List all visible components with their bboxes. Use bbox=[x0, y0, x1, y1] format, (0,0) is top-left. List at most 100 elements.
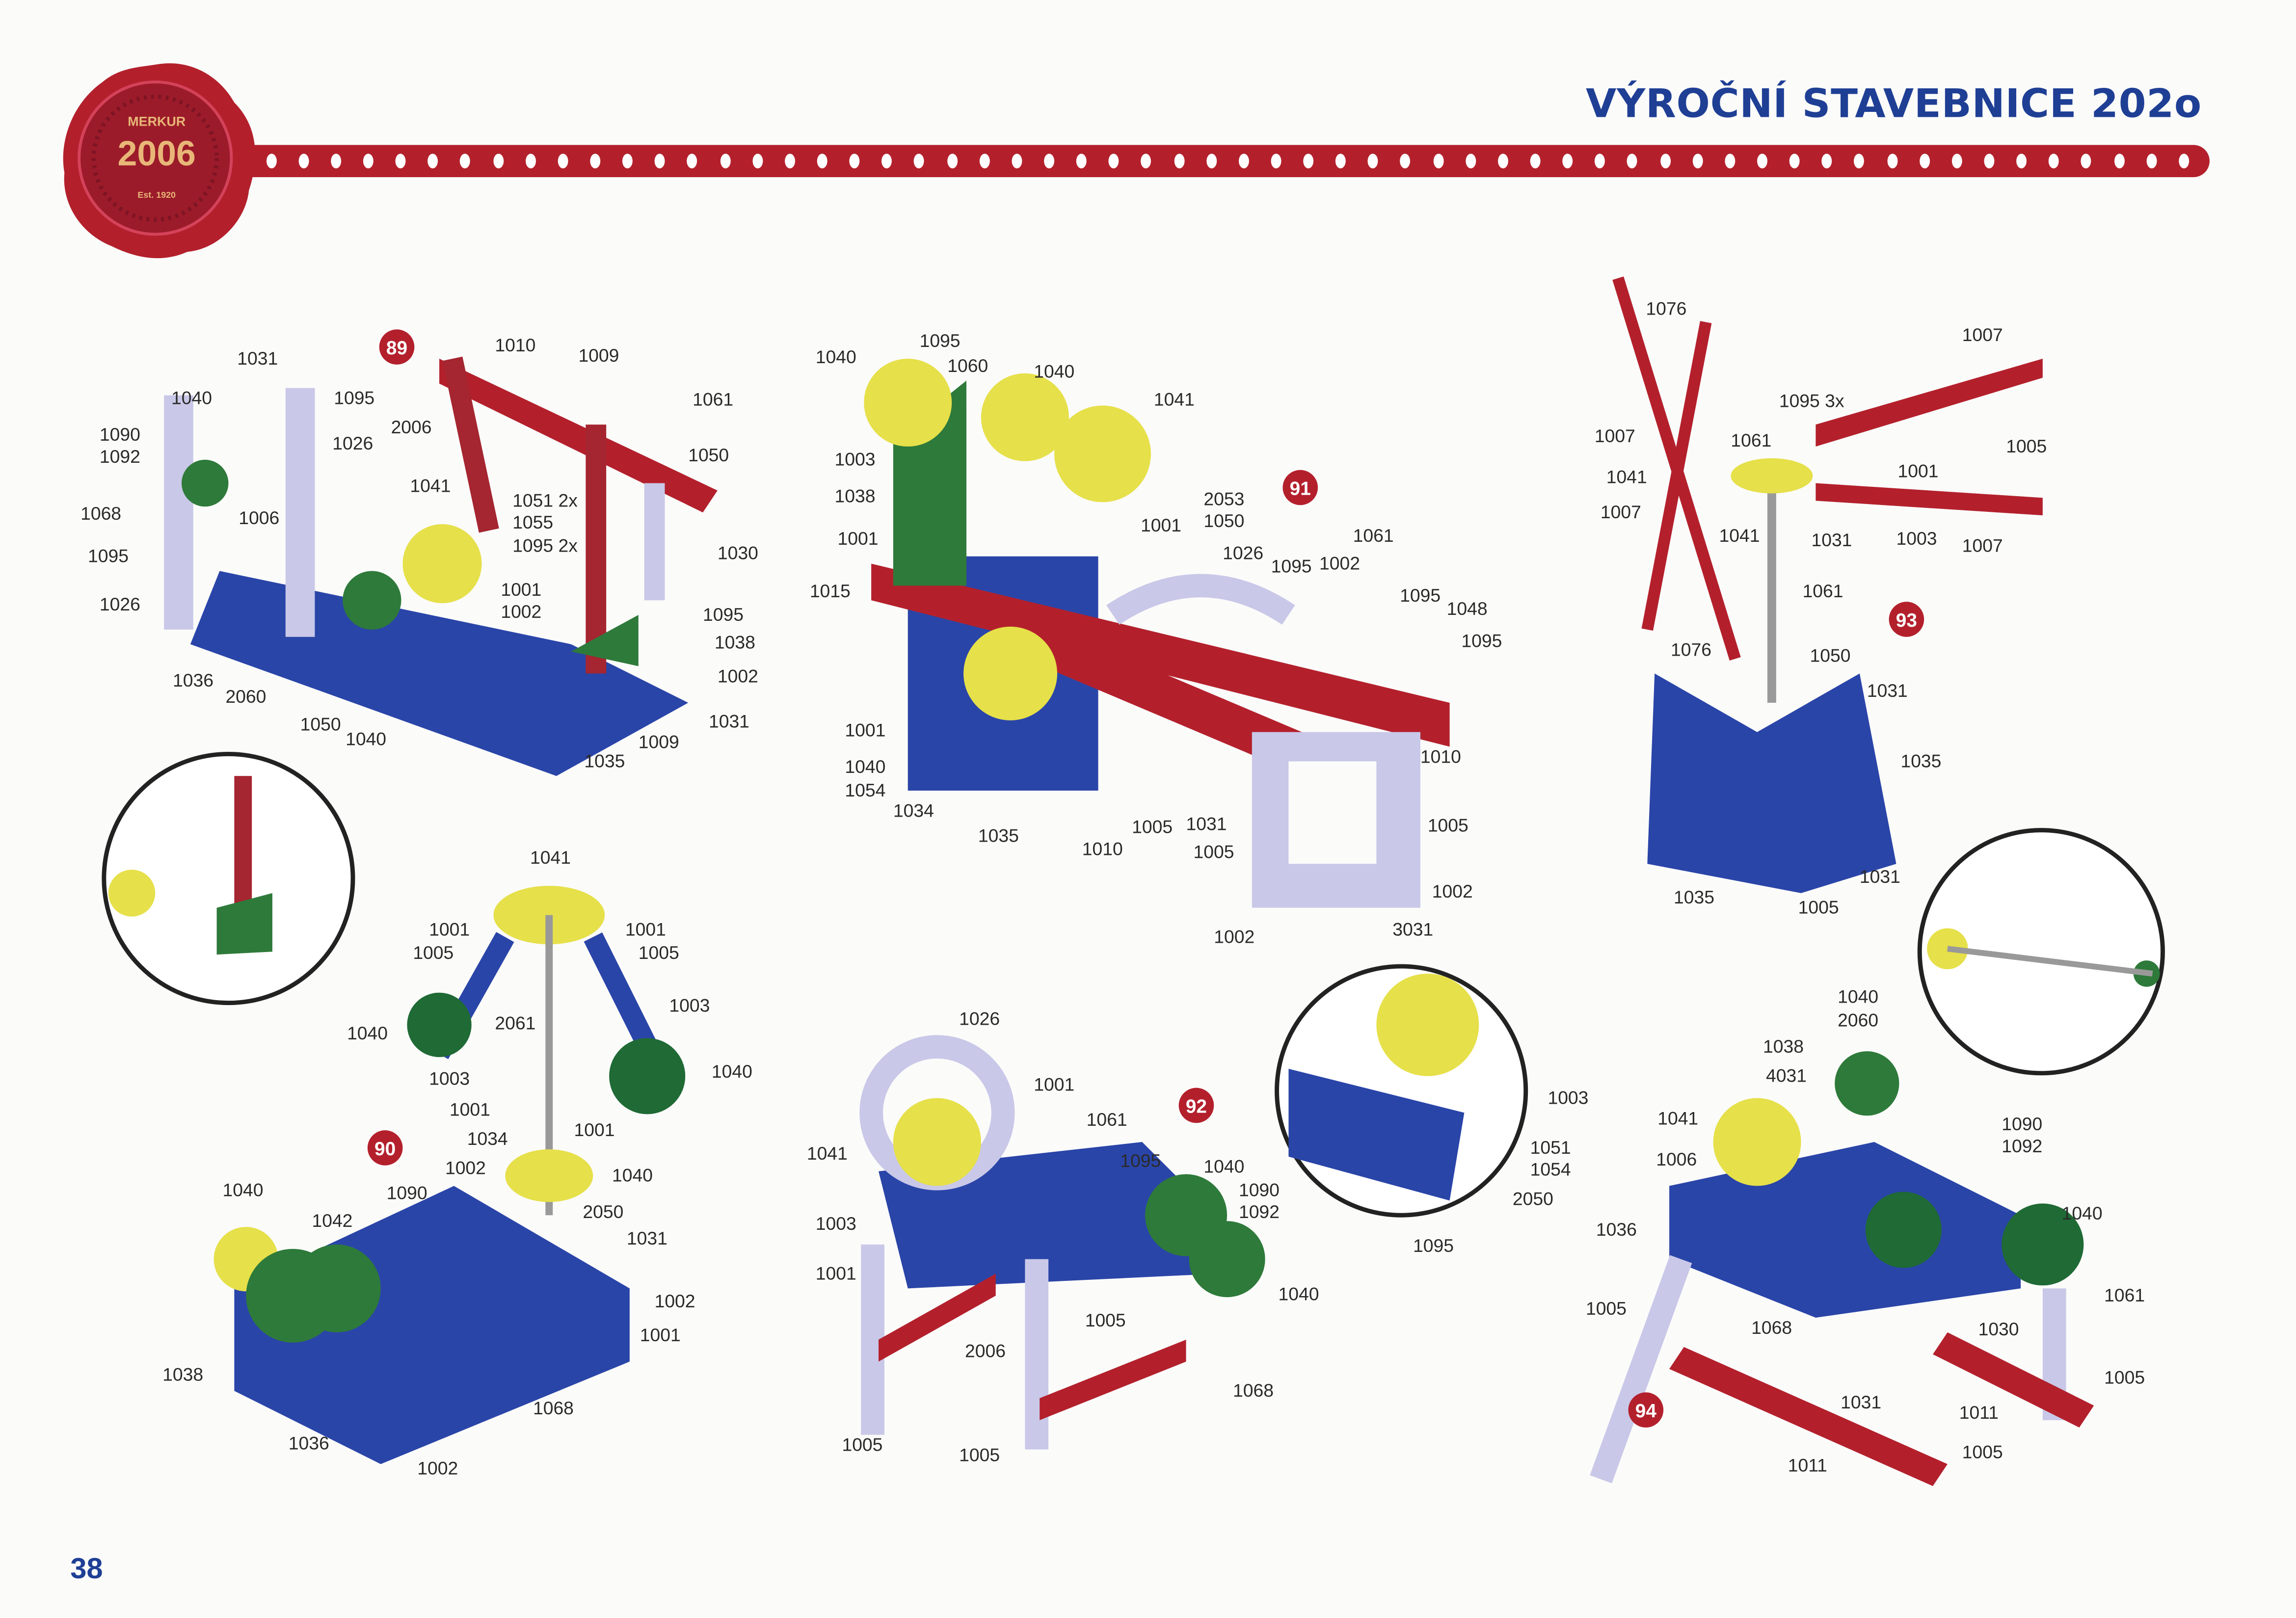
seal-brand: MERKUR bbox=[128, 114, 186, 129]
part-number-label: 1001 bbox=[837, 529, 879, 549]
part-number-label: 1001 bbox=[574, 1120, 615, 1141]
part-number-label: 1054 bbox=[1530, 1159, 1571, 1180]
model-89-drawing bbox=[102, 356, 718, 1006]
part-number-label: 1001 bbox=[429, 919, 470, 940]
strip-hole bbox=[2049, 154, 2059, 169]
strip-hole bbox=[1206, 154, 1217, 169]
part-number-label: 2006 bbox=[965, 1341, 1006, 1362]
strip-hole bbox=[1562, 154, 1573, 169]
part-number-label: 1030 bbox=[717, 543, 758, 564]
model-number-badge: 91 bbox=[1282, 470, 1318, 505]
part-number-label: 1041 bbox=[1719, 526, 1760, 546]
part-number-label: 1095 3x bbox=[1779, 391, 1844, 412]
part-number-label: 1001 bbox=[625, 919, 666, 940]
part-number-label: 1030 bbox=[1978, 1319, 2019, 1340]
part-number-label: 1055 bbox=[512, 512, 554, 533]
part-number-label: 1036 bbox=[288, 1433, 329, 1454]
part-number-label: 1002 bbox=[417, 1458, 458, 1479]
strip-hole bbox=[784, 154, 795, 169]
part-number-label: 1005 bbox=[1085, 1310, 1126, 1331]
strip-hole bbox=[1757, 154, 1768, 169]
strip-hole bbox=[720, 154, 730, 169]
strip-hole bbox=[1043, 154, 1054, 169]
strip-hole bbox=[1368, 154, 1379, 169]
strip-hole bbox=[1109, 154, 1119, 169]
strip-hole bbox=[266, 154, 276, 169]
part-number-label: 1041 bbox=[1606, 467, 1647, 488]
strip-hole bbox=[655, 154, 666, 169]
strip-hole bbox=[1271, 154, 1281, 169]
strip-hole bbox=[1822, 154, 1833, 169]
part-number-label: 1002 bbox=[1319, 553, 1361, 574]
part-number-label: 1007 bbox=[1600, 502, 1641, 523]
part-number-label: 1036 bbox=[173, 670, 214, 691]
strip-hole bbox=[363, 154, 374, 169]
strip-hole bbox=[2178, 154, 2189, 169]
strip-hole bbox=[558, 154, 568, 169]
part-number-label: 1002 bbox=[717, 666, 758, 687]
part-number-label: 2053 bbox=[1203, 489, 1245, 510]
part-number-label: 1003 bbox=[1896, 529, 1937, 549]
part-number-label: 1031 bbox=[708, 711, 749, 732]
part-number-label: 1095 bbox=[1413, 1235, 1454, 1256]
strip-hole bbox=[817, 154, 828, 169]
strip-hole bbox=[2146, 154, 2157, 169]
part-number-label: 1003 bbox=[429, 1068, 470, 1089]
part-number-label: 1002 bbox=[501, 602, 542, 622]
part-number-label: 1006 bbox=[1656, 1149, 1697, 1170]
part-number-label: 1041 bbox=[530, 848, 571, 869]
part-number-label: 1068 bbox=[1751, 1318, 1792, 1338]
part-number-label: 1001 bbox=[845, 720, 886, 741]
part-number-label: 1005 bbox=[842, 1434, 883, 1456]
part-number-label: 1009 bbox=[578, 345, 619, 366]
part-number-label: 1040 bbox=[171, 388, 213, 409]
part-number-label: 1003 bbox=[815, 1214, 856, 1235]
strip-hole bbox=[1465, 154, 1476, 169]
model-91-drawing bbox=[864, 358, 1450, 908]
strip-hole bbox=[1660, 154, 1670, 169]
strip-hole bbox=[1692, 154, 1703, 169]
strip-hole bbox=[460, 154, 471, 169]
part-number-label: 1001 bbox=[1897, 461, 1939, 482]
strip-hole bbox=[1627, 154, 1638, 169]
part-number-label: 1001 bbox=[449, 1099, 490, 1120]
model-93-drawing bbox=[1612, 276, 2165, 1076]
strip-hole bbox=[1725, 154, 1735, 169]
part-number-label: 2050 bbox=[583, 1202, 624, 1223]
strip-hole bbox=[1141, 154, 1152, 169]
part-number-label: 1068 bbox=[80, 504, 122, 525]
strip-hole bbox=[1530, 154, 1541, 169]
part-number-label: 1007 bbox=[1962, 535, 2003, 557]
part-number-label: 1048 bbox=[1446, 599, 1488, 619]
strip-hole bbox=[1595, 154, 1605, 169]
part-number-label: 1002 bbox=[654, 1291, 695, 1312]
part-number-label: 1005 bbox=[2104, 1367, 2145, 1388]
part-number-label: 1003 bbox=[669, 995, 710, 1016]
seal-year: 2006 bbox=[117, 134, 196, 175]
part-number-label: 1001 bbox=[1034, 1074, 1075, 1095]
part-number-label: 1061 bbox=[1353, 526, 1394, 546]
part-number-label: 1050 bbox=[1203, 511, 1245, 531]
part-number-label: 1010 bbox=[495, 335, 536, 356]
part-number-label: 1031 bbox=[626, 1228, 667, 1249]
part-number-label: 1090 bbox=[1238, 1180, 1280, 1201]
part-number-label: 1068 bbox=[533, 1398, 574, 1419]
strip-hole bbox=[946, 154, 957, 169]
part-number-label: 1001 bbox=[815, 1263, 856, 1284]
part-number-label: 1031 bbox=[1867, 681, 1908, 702]
part-number-label: 1015 bbox=[809, 581, 851, 602]
part-number-label: 1005 bbox=[1586, 1299, 1627, 1320]
part-number-label: 1009 bbox=[638, 732, 679, 753]
part-number-label: 1005 bbox=[959, 1445, 1000, 1466]
part-number-label: 4031 bbox=[1765, 1065, 1807, 1087]
strip-hole bbox=[1076, 154, 1087, 169]
part-number-label: 1031 bbox=[1186, 814, 1227, 835]
model-92-drawing bbox=[859, 964, 1528, 1450]
part-number-label: 1050 bbox=[300, 714, 341, 735]
part-number-label: 1002 bbox=[1214, 927, 1255, 948]
part-number-label: 1095 bbox=[1400, 585, 1441, 607]
part-number-label: 1006 bbox=[239, 508, 280, 529]
strip-hole bbox=[1303, 154, 1314, 169]
model-94-drawing bbox=[1590, 1051, 2094, 1486]
